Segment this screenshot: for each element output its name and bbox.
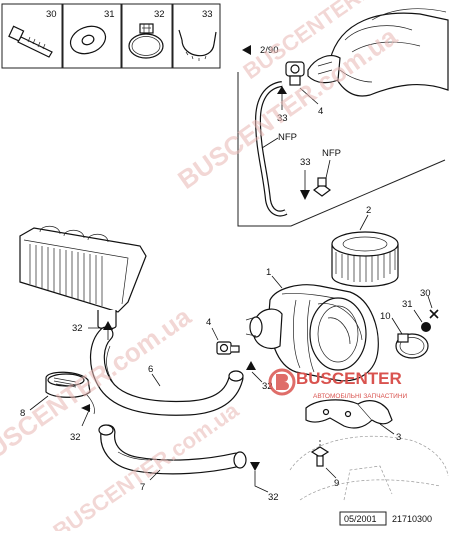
callout-32-left: 32 — [70, 432, 81, 443]
callout-6: 6 — [148, 364, 153, 375]
intercooler — [19, 225, 147, 330]
footer-date: 05/2001 — [344, 514, 377, 524]
callout-8: 8 — [20, 408, 25, 419]
buscenter-logo: BUSCENTER АВТОМОБІЛЬНІ ЗАПЧАСТИНИ — [268, 368, 408, 400]
reference-arrow-icon — [242, 45, 251, 55]
hose-6 — [90, 326, 244, 416]
detail-reference: 2/90 — [260, 45, 279, 56]
callout-30: 30 — [420, 288, 431, 299]
callout-7: 7 — [140, 482, 145, 493]
legend-number-30: 30 — [46, 9, 57, 20]
washer-icon — [69, 25, 107, 55]
throttle-body-sketch — [307, 8, 449, 97]
nfp-fitting — [313, 177, 331, 197]
legend-number-32: 32 — [154, 9, 165, 20]
logo-brand: BUSCENTER — [296, 369, 402, 388]
callout-9: 9 — [334, 478, 339, 489]
fastener — [310, 446, 330, 467]
detail-label-clip-b: 33 — [300, 157, 311, 168]
callout-32-bottom: 32 — [268, 492, 279, 503]
sensor-part — [216, 341, 240, 355]
callout-10: 10 — [380, 311, 391, 322]
intake-grille — [45, 371, 95, 415]
callout-3: 3 — [396, 432, 401, 443]
clamp-part-10 — [395, 333, 429, 359]
bolt-icon — [8, 25, 53, 58]
filter-element — [331, 231, 399, 288]
legend-number-33: 33 — [202, 9, 213, 20]
footer-reference: 21710300 — [392, 514, 432, 524]
callout-31: 31 — [402, 299, 413, 310]
callout-4: 4 — [206, 317, 211, 328]
legend-number-31: 31 — [104, 9, 115, 20]
callout-2: 2 — [366, 205, 371, 216]
detail-label-clip-a: 33 — [277, 113, 288, 124]
legend-item-spring-clip: 33 — [172, 3, 221, 69]
sensor-detail — [285, 61, 305, 86]
legend: 30 31 32 — [1, 3, 221, 69]
legend-item-bolt: 30 — [1, 3, 63, 69]
detail-label-nfp-a: NFP — [278, 132, 297, 143]
bracket — [305, 399, 393, 429]
washer-part — [421, 322, 431, 332]
detail-label-sensor: 4 — [318, 106, 323, 117]
logo-subtitle: АВТОМОБІЛЬНІ ЗАПЧАСТИНИ — [313, 393, 408, 400]
callout-32-mid: 32 — [262, 381, 273, 392]
filter-housing — [245, 284, 379, 382]
legend-item-washer: 31 — [62, 3, 122, 69]
engine-bay-outline — [289, 435, 449, 501]
hose-clamp-icon — [128, 23, 164, 59]
legend-item-hose-clamp: 32 — [121, 3, 173, 69]
footer: 05/2001 21710300 — [339, 511, 432, 526]
detail-box: 2/90 4 33 NFP 33 NFP — [237, 8, 449, 227]
callout-1: 1 — [266, 267, 271, 278]
bolt-part — [429, 309, 439, 319]
hose-7 — [98, 424, 247, 475]
detail-label-nfp-b: NFP — [322, 148, 341, 159]
spring-clip-icon — [178, 29, 217, 61]
callout-32-top: 32 — [72, 323, 83, 334]
